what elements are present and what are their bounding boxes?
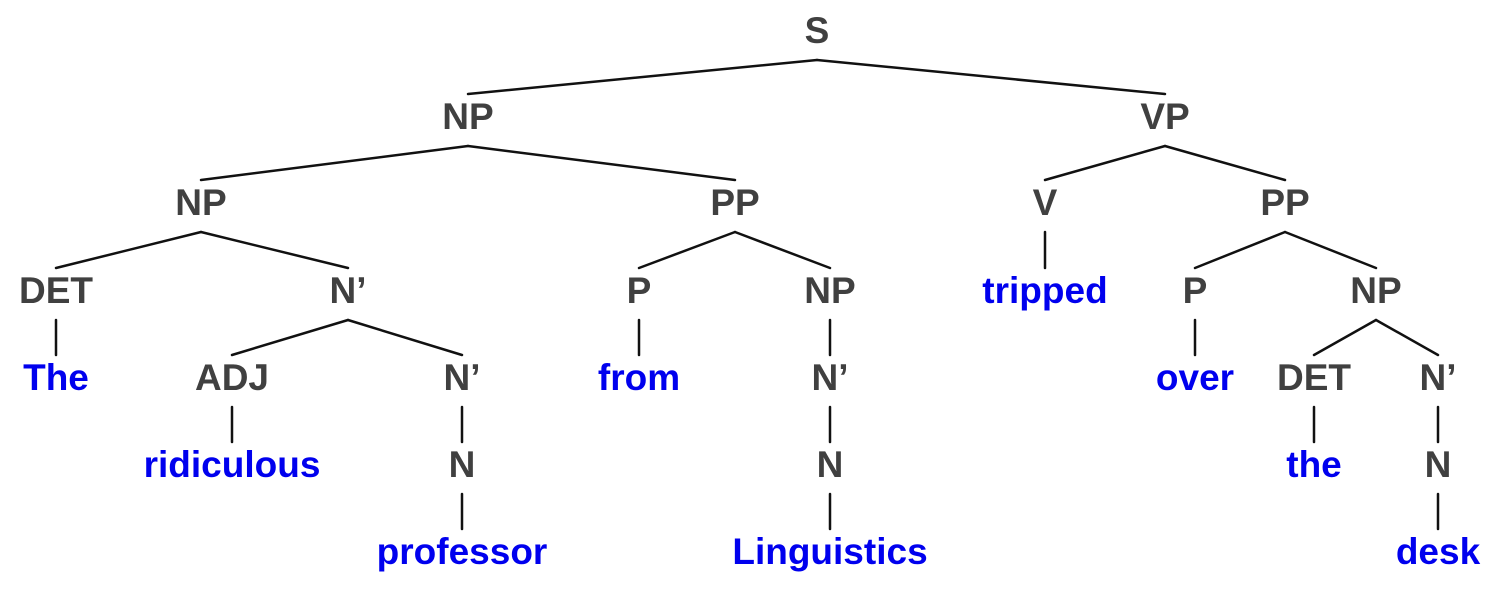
node-n: N (449, 444, 476, 485)
tree-edge (54, 230, 203, 270)
tree-edge (637, 230, 737, 270)
tree-edge (466, 144, 737, 182)
tree-edge (230, 318, 350, 357)
node-p: P (1183, 270, 1208, 311)
node-n-bar: N’ (1420, 357, 1457, 398)
word-from: from (598, 357, 680, 398)
node-pp: PP (1260, 182, 1309, 223)
node-np: NP (1350, 270, 1401, 311)
node-s: S (805, 10, 830, 51)
node-det: DET (19, 270, 93, 311)
node-v: V (1033, 182, 1058, 223)
tree-edge (466, 58, 819, 96)
tree-edge (199, 144, 470, 182)
node-adj: ADJ (195, 357, 269, 398)
word-desk: desk (1396, 531, 1481, 572)
tree-nodes: SNPNPDETTheN’ADJridiculousN’NprofessorPP… (19, 10, 1481, 572)
tree-edge (1283, 230, 1378, 270)
node-n-bar: N’ (330, 270, 367, 311)
word-ridiculous: ridiculous (144, 444, 321, 485)
node-n: N (1425, 444, 1452, 485)
node-np: NP (804, 270, 855, 311)
word-the: the (1286, 444, 1342, 485)
tree-edge (1312, 318, 1378, 357)
word-linguistics: Linguistics (732, 531, 927, 572)
node-n-bar: N’ (444, 357, 481, 398)
tree-edge (199, 230, 350, 270)
tree-edge (1043, 144, 1167, 182)
node-np: NP (175, 182, 226, 223)
word-professor: professor (377, 531, 548, 572)
tree-edge (1163, 144, 1287, 182)
node-np: NP (442, 96, 493, 137)
word-over: over (1156, 357, 1234, 398)
word-tripped: tripped (982, 270, 1107, 311)
node-n-bar: N’ (812, 357, 849, 398)
node-pp: PP (710, 182, 759, 223)
tree-edge (346, 318, 464, 357)
node-n: N (817, 444, 844, 485)
tree-edge (1374, 318, 1440, 357)
tree-edge (815, 58, 1167, 96)
word-the: The (23, 357, 89, 398)
node-det: DET (1277, 357, 1351, 398)
tree-edge (1193, 230, 1287, 270)
node-vp: VP (1140, 96, 1189, 137)
tree-edges (54, 58, 1440, 531)
node-p: P (627, 270, 652, 311)
tree-edge (733, 230, 832, 270)
